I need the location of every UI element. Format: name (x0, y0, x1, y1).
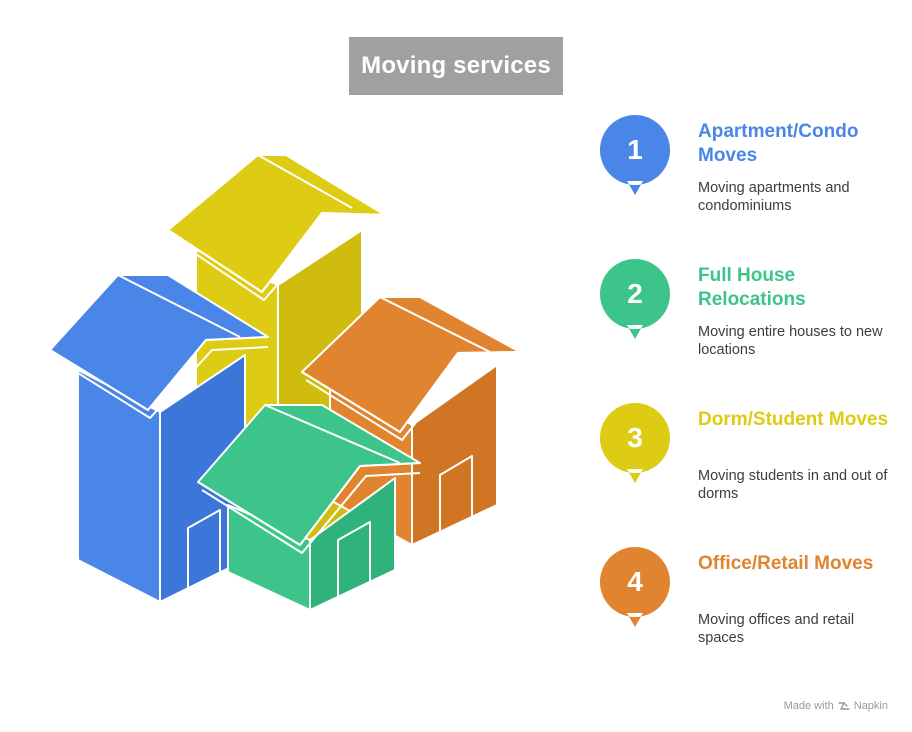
napkin-logo-icon (838, 702, 850, 710)
step-marker-1: 1 (599, 115, 670, 199)
credit-brand: Napkin (853, 700, 888, 712)
step-1: 1 Apartment/Condo Moves Moving apartment… (599, 115, 900, 245)
step-marker-2: 2 (599, 259, 670, 343)
step-title: Office/Retail Moves (698, 553, 874, 574)
step-2: 2 Full House Relocations Moving entire h… (599, 259, 900, 389)
pin-shape (599, 547, 670, 627)
made-with-credit: Made with Napkin (784, 700, 888, 712)
credit-text: Made with (783, 700, 834, 712)
pin-icon (599, 547, 670, 627)
pin-icon (599, 403, 670, 483)
page-title: Moving services (349, 37, 563, 95)
step-number: 3 (627, 422, 643, 453)
step-4: 4 Office/Retail Moves Moving offices and… (599, 547, 900, 677)
step-title: Dorm/Student Moves (698, 409, 889, 430)
houses-illustration (49, 154, 521, 611)
step-description: Moving offices and retail spaces (698, 612, 855, 646)
step-marker-3: 3 (599, 403, 670, 487)
pin-shape (599, 259, 670, 339)
pin-icon (599, 259, 670, 339)
pin-shape (599, 403, 670, 483)
step-description: Moving apartments and condominiums (698, 180, 850, 214)
step-title: Apartment/Condo Moves (698, 121, 859, 166)
house-icon-blue (49, 274, 269, 603)
pin-shape (599, 115, 670, 195)
step-number: 2 (627, 278, 643, 309)
step-3: 3 Dorm/Student Moves Moving students in … (599, 403, 900, 533)
step-marker-4: 4 (599, 547, 670, 631)
pin-icon (599, 115, 670, 195)
step-number: 4 (627, 566, 643, 597)
step-description: Moving students in and out of dorms (698, 468, 888, 502)
step-number: 1 (627, 134, 643, 165)
house-icon-green (197, 404, 421, 611)
step-title: Full House Relocations (698, 265, 806, 310)
step-description: Moving entire houses to new locations (698, 324, 883, 358)
